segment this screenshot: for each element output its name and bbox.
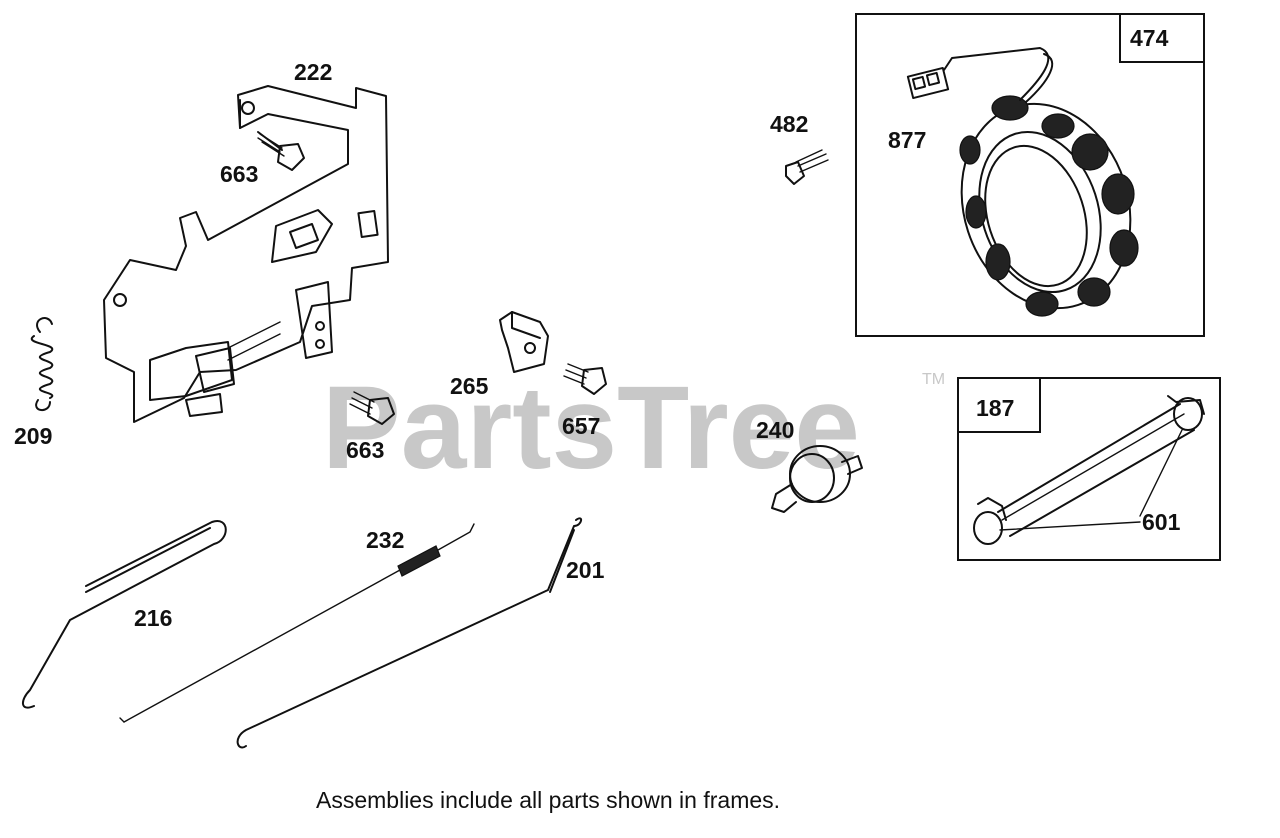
label-222: 222 [294,59,332,85]
label-663-top: 663 [220,161,258,187]
frame-187-id: 187 [976,395,1014,421]
part-209-spring [30,317,54,411]
frame-474: 474 [855,13,1205,337]
label-601: 601 [1142,509,1181,535]
part-222-bracket [103,85,389,423]
label-232: 232 [366,527,404,553]
label-877: 877 [888,127,926,153]
assemblies-caption: Assemblies include all parts shown in fr… [316,787,780,813]
part-216-link [22,520,227,709]
part-877-stator [906,47,1139,317]
frame-187: 187 [957,377,1221,561]
label-482: 482 [770,111,808,137]
label-240: 240 [756,417,794,443]
label-657: 657 [562,413,600,439]
part-265-clip [499,311,549,373]
part-663-bolt-top [257,131,305,171]
part-240-fuel-filter [771,445,863,513]
part-232-spring-link [119,523,475,723]
label-209: 209 [14,423,52,449]
part-482-screw [785,149,829,185]
label-201: 201 [566,557,605,583]
label-216: 216 [134,605,172,631]
frame-474-id: 474 [1130,25,1169,51]
label-265: 265 [450,373,489,399]
watermark-trademark: TM [922,371,945,388]
part-601-fuel-line [973,395,1205,545]
part-201-rod [236,517,582,749]
part-657-bolt [563,363,607,395]
label-663-middle: 663 [346,437,384,463]
watermark-text: PartsTree [322,362,860,494]
part-663-bolt-middle [349,391,395,425]
